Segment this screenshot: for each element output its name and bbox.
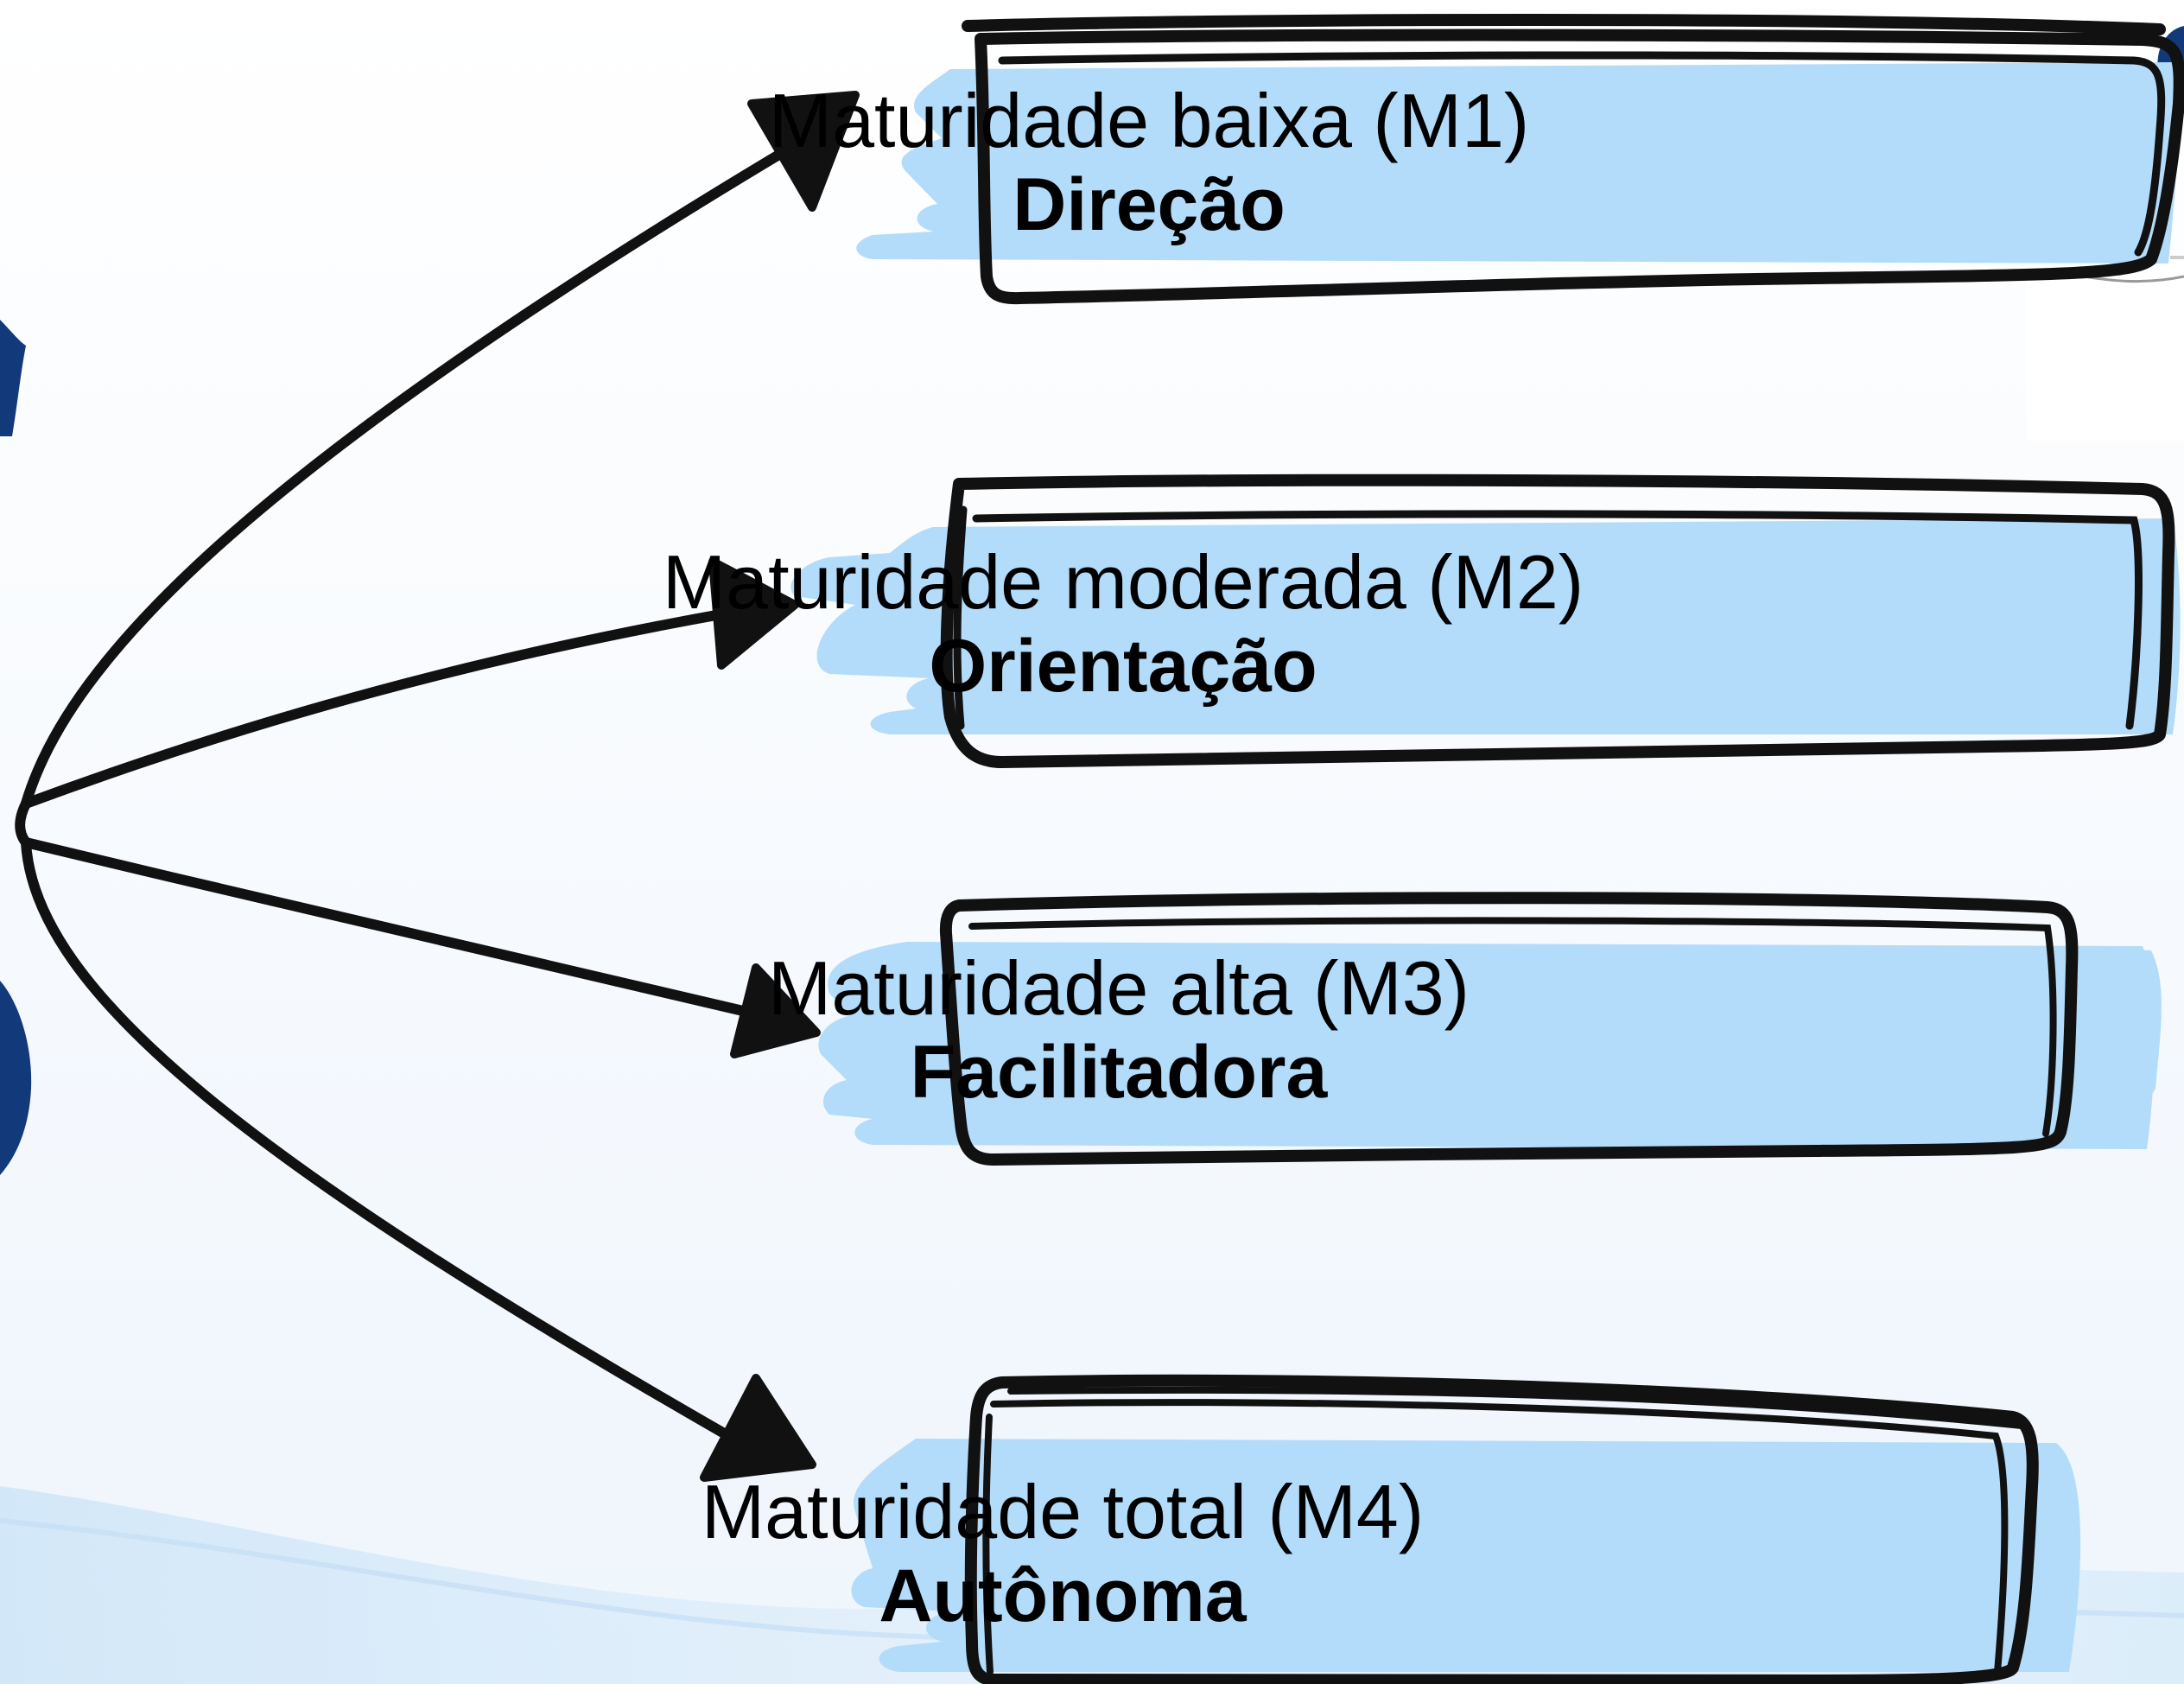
maturity-label-m3: Maturidade alta (M3) (768, 945, 1470, 1031)
style-label-m2: Orientação (929, 625, 1317, 708)
box-outline-m3 (939, 892, 2079, 1166)
box-fill-m3 (818, 942, 2155, 1149)
box-outline-m4 (964, 1374, 2039, 1684)
triangle-arrow-icon (730, 963, 821, 1058)
triangle-arrow-icon (708, 557, 799, 670)
style-label-m4: Autônoma (879, 1554, 1247, 1637)
arrow-origin-curve (15, 798, 31, 848)
maturity-label-m2: Maturidade moderada (M2) (662, 539, 1584, 625)
box-fill-m4 (851, 1439, 2081, 1672)
level-box-m2 (790, 473, 2181, 768)
box-fill-m2 (790, 518, 2181, 734)
level-label-m2: Maturidade moderada (M2) Orientação (259, 539, 1987, 707)
box-outline-inner-m3 (968, 917, 2057, 1137)
box-fill-m1 (856, 62, 2179, 264)
maturity-label-m1: Maturidade baixa (M1) (768, 78, 1530, 163)
arrow-to-m3 (21, 837, 821, 1058)
corner-logo-icon (2026, 26, 2184, 441)
style-label-m1: Direção (1013, 163, 1286, 246)
box-fill-m3-right (2056, 946, 2162, 1123)
level-box-m1 (856, 14, 2184, 305)
triangle-arrow-icon (747, 91, 860, 212)
partial-letter-e (0, 981, 32, 1175)
level-label-m4: Maturidade total (M4) Autônoma (199, 1469, 1927, 1636)
level-label-m1: Maturidade baixa (M1) Direção (285, 78, 2013, 245)
level-box-m4 (851, 1374, 2081, 1684)
triangle-arrow-icon (700, 1374, 816, 1482)
box-outline-inner-m4 (982, 1386, 2025, 1675)
arrow-to-m2 (21, 557, 799, 809)
box-outline-m2 (940, 473, 2175, 768)
partial-letter-c (0, 320, 26, 436)
maturity-label-m4: Maturidade total (M4) (701, 1469, 1425, 1554)
arrow-to-m4 (21, 837, 816, 1482)
level-label-m3: Maturidade alta (M3) Facilitadora (255, 945, 1983, 1113)
box-outline-inner-m1 (998, 51, 2166, 257)
box-outline-m1 (962, 14, 2184, 305)
style-label-m3: Facilitadora (910, 1031, 1328, 1114)
arrow-to-m1 (21, 91, 860, 809)
box-outline-inner-m2 (953, 505, 2143, 730)
level-box-m3 (818, 892, 2162, 1166)
